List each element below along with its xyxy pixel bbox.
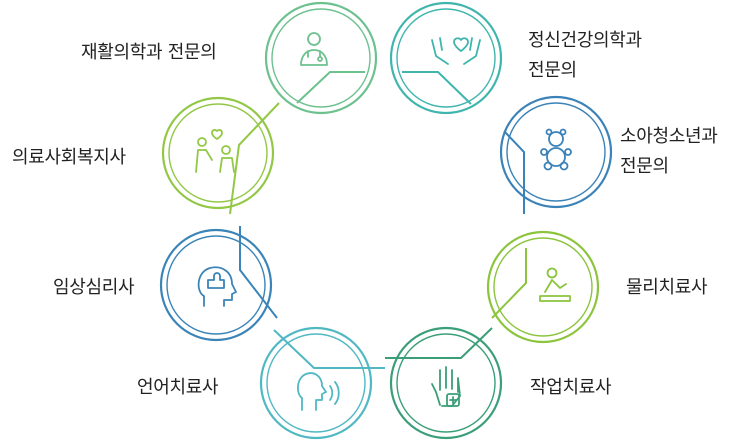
node-speech-connector: [273, 329, 385, 369]
node-clinical-connector: [239, 226, 278, 319]
family-care-icon: [195, 129, 235, 173]
node-clinical-circle: [159, 228, 273, 342]
label-physical: 물리치료사: [626, 277, 708, 298]
hand-plus-icon: [431, 366, 461, 407]
node-pediatric-connector: [503, 130, 525, 214]
node-social-connector: [229, 102, 280, 215]
node-rehab-inner: [271, 8, 371, 108]
head-puzzle-icon: [197, 266, 237, 307]
doctor-icon: [300, 32, 328, 66]
node-social: [161, 96, 280, 215]
node-occupational-inner: [396, 333, 496, 433]
node-pediatric: [499, 95, 613, 214]
label-clinical: 임상심리사: [53, 277, 135, 298]
node-social-inner: [168, 103, 268, 203]
node-psych-circle: [389, 1, 503, 115]
label-social: 의료사회복지사: [12, 147, 126, 168]
node-psych-inner: [396, 8, 496, 108]
node-occupational: [385, 326, 503, 440]
node-occupational-connector: [385, 327, 493, 359]
node-social-circle: [161, 96, 275, 210]
speaking-head-icon: [297, 372, 340, 411]
teddy-bear-icon: [540, 128, 572, 171]
node-physical-connector: [491, 248, 527, 319]
node-speech-inner: [266, 333, 366, 433]
node-pediatric-inner: [506, 102, 606, 202]
label-occupational: 작업치료사: [530, 377, 612, 398]
label-rehab: 재활의학과 전문의: [81, 42, 217, 63]
node-clinical: [159, 226, 278, 342]
node-speech: [259, 326, 385, 440]
label-speech: 언어치료사: [137, 377, 219, 398]
label-pediatric: 소아청소년과 전문의: [620, 126, 718, 177]
node-pediatric-circle: [499, 95, 613, 209]
node-physical-inner: [493, 237, 593, 337]
node-physical: [486, 230, 600, 344]
node-speech-circle: [259, 326, 373, 440]
node-rehab: [264, 1, 378, 115]
node-physical-circle: [486, 230, 600, 344]
node-clinical-inner: [166, 235, 266, 335]
hands-heart-icon: [431, 37, 481, 65]
node-psych: [389, 1, 503, 115]
node-rehab-connector: [296, 71, 365, 104]
label-psych: 정신건강의학과 전문의: [528, 30, 642, 81]
node-psych-connector: [402, 71, 472, 105]
physical-therapy-icon: [539, 267, 571, 302]
